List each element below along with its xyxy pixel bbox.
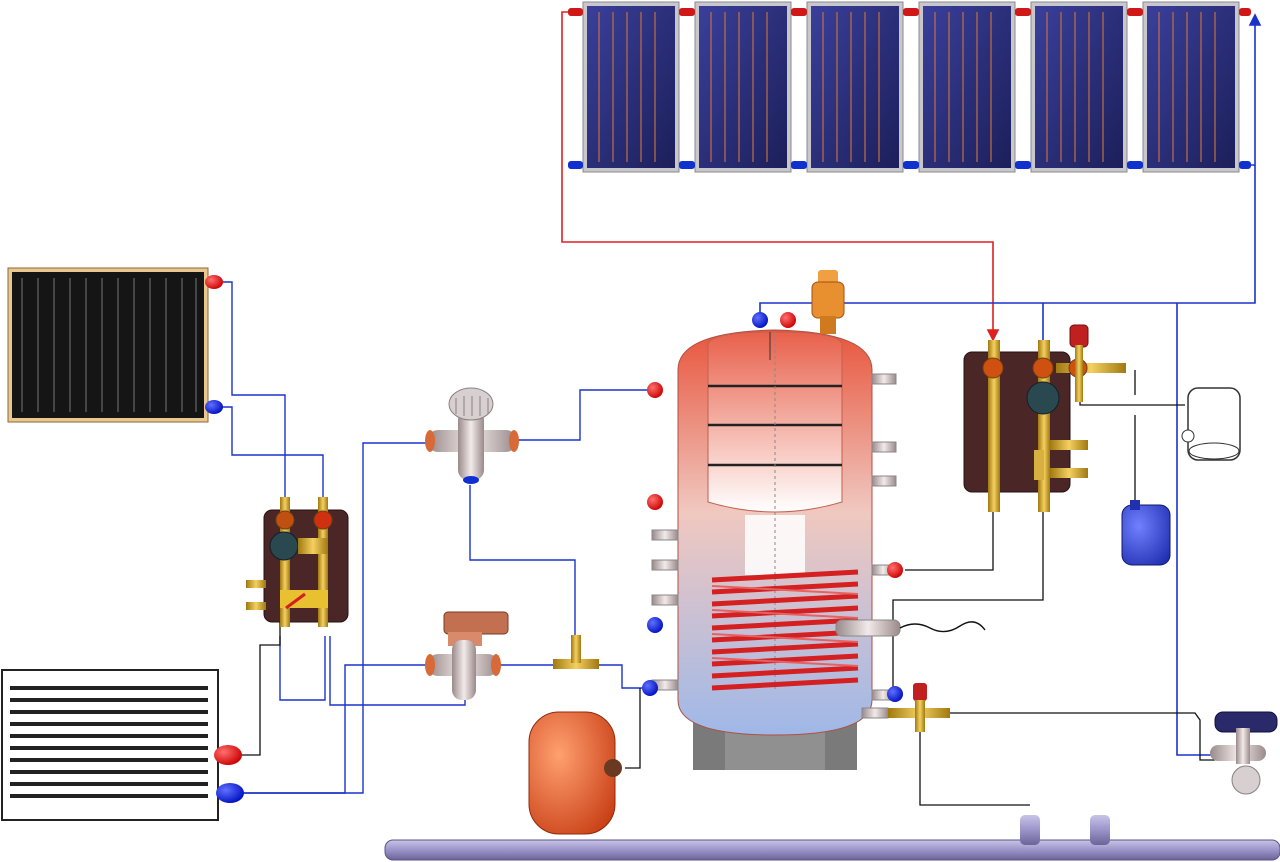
solar-collector-icon <box>582 1 680 173</box>
tank-port-hot <box>887 562 903 578</box>
control-lines <box>230 370 1215 806</box>
radiator-supply-port <box>205 275 223 289</box>
pump-group-icon <box>246 497 349 627</box>
solar-collector-icon <box>694 1 792 173</box>
convector-icon <box>1 669 244 821</box>
expansion-vessel-icon <box>528 711 622 835</box>
collector-connectors-hot <box>568 8 1251 16</box>
tee-fitting-icon <box>553 635 599 669</box>
tank-port-cold <box>647 617 663 633</box>
tank-port-cold <box>887 686 903 702</box>
solar-collector-icon <box>1142 1 1240 173</box>
tank-port-cold <box>642 680 658 696</box>
tank-port-cold <box>752 312 768 328</box>
solar-supply-pipe <box>561 11 1000 342</box>
three-way-valve-icon <box>425 387 519 484</box>
heat-exchanger-coil <box>711 569 859 691</box>
solar-collector-icon <box>806 1 904 173</box>
safety-valve-icon <box>1069 324 1089 402</box>
air-vent-icon <box>811 270 845 334</box>
drain-tank-icon <box>1121 500 1171 566</box>
solar-pump-station-icon <box>963 340 1126 512</box>
expansion-vessel-icon <box>1181 387 1241 461</box>
pipe-manifold-icon <box>384 815 1280 861</box>
tank-port-hot <box>780 312 796 328</box>
storage-tank-icon <box>642 312 986 770</box>
convector-return-port <box>216 783 244 803</box>
radiator-icon <box>7 267 223 423</box>
collector-connectors-cold <box>568 161 1251 169</box>
solar-collector-icon <box>1030 1 1128 173</box>
valve-actuator-icon <box>425 611 509 700</box>
electric-heater-icon <box>835 619 986 637</box>
solar-collector-icon <box>918 1 1016 173</box>
tank-port-hot <box>647 382 663 398</box>
radiator-return-port <box>205 400 223 414</box>
safety-valve-icon <box>888 683 950 732</box>
convector-supply-port <box>214 745 242 765</box>
solar-collector-array <box>568 1 1251 173</box>
valve-actuator-icon <box>1210 711 1278 795</box>
tank-port-hot <box>647 494 663 510</box>
